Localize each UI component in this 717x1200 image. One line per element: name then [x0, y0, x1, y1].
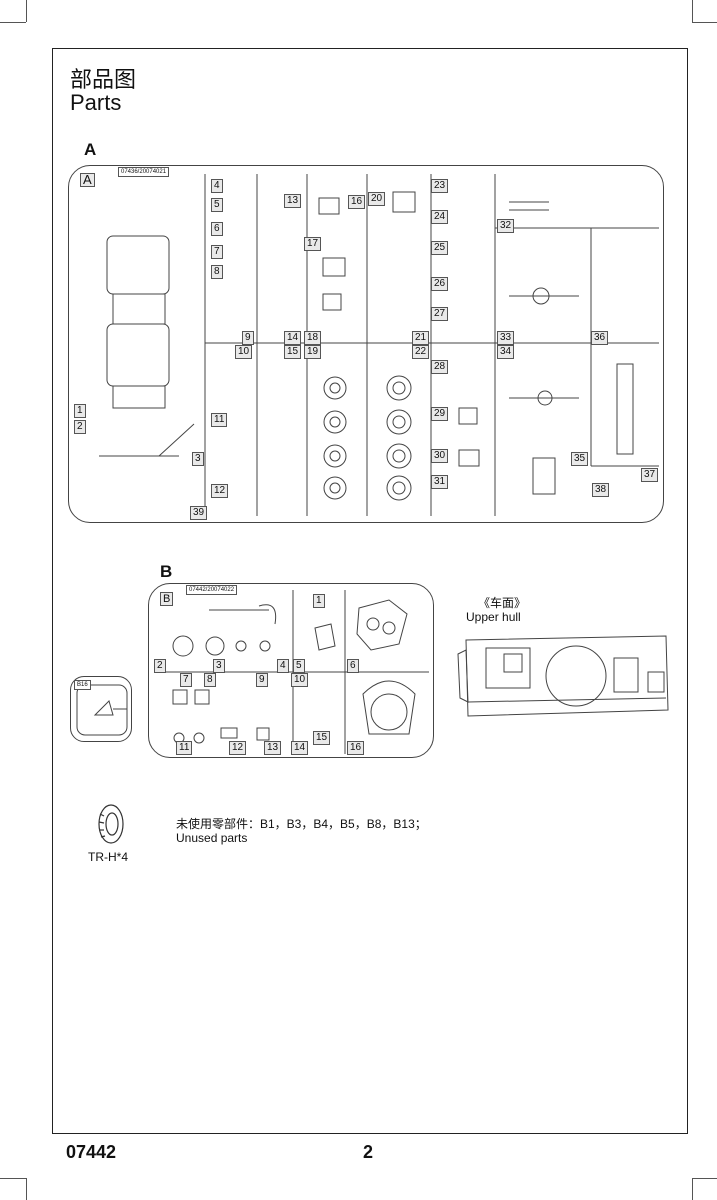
part-b-10: 10 — [291, 673, 309, 687]
part-a-24: 24 — [431, 210, 449, 224]
part-a-29: 29 — [431, 407, 449, 421]
crop-mark-top-left-h — [0, 22, 26, 23]
part-a-4: 4 — [211, 179, 223, 193]
sprue-a-badge: A — [80, 173, 95, 187]
crop-mark-bottom-right — [692, 1178, 693, 1200]
part-a-27: 27 — [431, 307, 449, 321]
unused-parts-cn: 未使用零部件：B1，B3，B4，B5，B8，B13； — [176, 817, 427, 831]
part-a-36: 36 — [591, 331, 609, 345]
sprue-a-tag: 07436/20074021 — [118, 167, 170, 177]
part-a-19: 19 — [304, 345, 322, 359]
upper-hull-drawing — [457, 635, 669, 717]
part-b-3: 3 — [213, 659, 225, 673]
part-a-9: 9 — [242, 331, 254, 345]
crop-mark-top-left — [26, 0, 27, 22]
part-b-5: 5 — [293, 659, 305, 673]
crop-mark-bottom-left — [26, 1178, 27, 1200]
part-a-7: 7 — [211, 245, 223, 259]
part-a-32: 32 — [497, 219, 515, 233]
part-a-3: 3 — [192, 452, 204, 466]
part-a-38: 38 — [592, 483, 610, 497]
crop-mark-bottom-left-h — [0, 1178, 26, 1179]
part-a-12: 12 — [211, 484, 229, 498]
part-a-10: 10 — [235, 345, 253, 359]
part-a-20: 20 — [368, 192, 386, 206]
part-b-15: 15 — [313, 731, 331, 745]
part-b-4: 4 — [277, 659, 289, 673]
part-a-34: 34 — [497, 345, 515, 359]
part-a-2: 2 — [74, 420, 86, 434]
part-a-26: 26 — [431, 277, 449, 291]
part-a-15: 15 — [284, 345, 302, 359]
upper-hull-label-en: Upper hull — [466, 610, 521, 624]
sprue-b-letter: B — [160, 562, 173, 581]
part-a-22: 22 — [412, 345, 430, 359]
small-part-drawing — [76, 684, 128, 736]
part-a-17: 17 — [304, 237, 322, 251]
page-title-cn: 部品图 — [70, 67, 137, 92]
small-part-tag: B16 — [74, 680, 91, 690]
sprue-b-badge: B — [160, 592, 174, 606]
sprue-a-drawing — [99, 174, 659, 516]
part-a-28: 28 — [431, 360, 449, 374]
part-a-30: 30 — [431, 449, 449, 463]
part-b-16: 16 — [347, 741, 365, 755]
part-b-13: 13 — [264, 741, 282, 755]
footer-page-number: 2 — [363, 1142, 374, 1162]
part-b-1: 1 — [313, 594, 325, 608]
part-a-5: 5 — [211, 198, 223, 212]
crop-mark-bottom-right-h — [692, 1178, 717, 1179]
unused-parts-en: Unused parts — [176, 831, 248, 845]
part-b-12: 12 — [229, 741, 247, 755]
part-b-9: 9 — [256, 673, 268, 687]
part-a-1: 1 — [74, 404, 86, 418]
page-frame — [52, 48, 688, 1134]
crop-mark-top-right — [692, 0, 693, 22]
page-title-en: Parts — [70, 90, 122, 115]
part-a-6: 6 — [211, 222, 223, 236]
part-b-8: 8 — [204, 673, 216, 687]
part-a-33: 33 — [497, 331, 515, 345]
sprue-a-frame — [68, 165, 664, 523]
part-b-11: 11 — [176, 741, 193, 755]
part-a-8: 8 — [211, 265, 223, 279]
upper-hull-label-cn: 《车面》 — [478, 596, 527, 610]
crop-mark-top-right-h — [692, 22, 717, 23]
sprue-a-letter: A — [84, 140, 97, 159]
part-a-39: 39 — [190, 506, 208, 520]
part-a-13: 13 — [284, 194, 302, 208]
sprue-b-frame — [148, 583, 434, 758]
tire-icon — [98, 804, 124, 844]
part-a-18: 18 — [304, 331, 322, 345]
part-a-14: 14 — [284, 331, 302, 345]
sprue-b-drawing — [155, 590, 429, 754]
part-a-35: 35 — [571, 452, 589, 466]
footer-code: 07442 — [66, 1142, 117, 1162]
sprue-b-tag: 07442/20074022 — [186, 585, 238, 595]
part-a-16: 16 — [348, 195, 366, 209]
part-a-23: 23 — [431, 179, 449, 193]
part-b-7: 7 — [180, 673, 192, 687]
part-a-37: 37 — [641, 468, 659, 482]
part-b-6: 6 — [347, 659, 359, 673]
tire-label: TR-H*4 — [88, 850, 129, 864]
part-b-2: 2 — [154, 659, 166, 673]
part-b-14: 14 — [291, 741, 309, 755]
part-a-31: 31 — [431, 475, 449, 489]
part-a-25: 25 — [431, 241, 449, 255]
part-a-21: 21 — [412, 331, 430, 345]
part-a-11: 11 — [211, 413, 228, 427]
